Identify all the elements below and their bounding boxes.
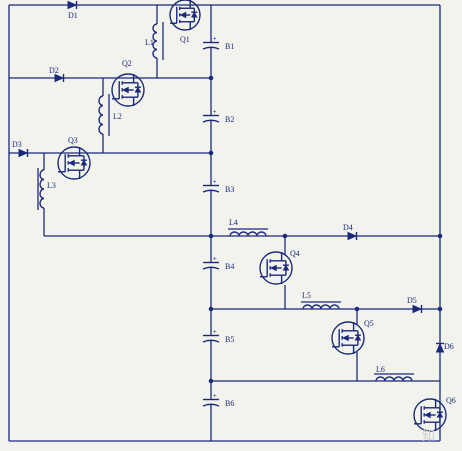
diode-d2: D2 — [49, 66, 65, 83]
battery-b3-label: B3 — [225, 185, 234, 194]
inductor-l4-label: L4 — [229, 218, 238, 227]
battery-b4: + B4 — [202, 257, 234, 271]
mosfet-q5-label: Q5 — [364, 319, 374, 328]
battery-stack: + B1 + B2 + B3 + B4 + B5 + B6 — [202, 37, 234, 408]
battery-b3-polarity: + — [213, 180, 217, 186]
mosfet-q6: Q6 — [413, 396, 456, 432]
diode-d2-label: D2 — [49, 66, 59, 75]
diode-d3-label: D3 — [12, 140, 22, 149]
battery-b2-label: B2 — [225, 115, 234, 124]
diode-d4: D4 — [343, 223, 358, 241]
battery-b1-label: B1 — [225, 42, 234, 51]
battery-b1-polarity: + — [213, 37, 217, 43]
diode-d6: D6 — [435, 342, 454, 353]
inductor-l6-label: L6 — [376, 365, 385, 374]
battery-b6-polarity: + — [213, 394, 217, 400]
battery-b4-label: B4 — [225, 262, 234, 271]
inductor-l6: L6 — [374, 365, 414, 382]
battery-b5-polarity: + — [213, 330, 217, 336]
mosfet-q4-label: Q4 — [290, 249, 300, 258]
mosfet-q1: Q1 — [169, 0, 201, 44]
battery-b3: + B3 — [202, 180, 234, 194]
mosfet-q6-label: Q6 — [446, 396, 456, 405]
inductor-l2-label: L2 — [113, 112, 122, 121]
inductor-l3-label: L3 — [47, 181, 56, 190]
junctions — [208, 75, 443, 384]
mosfet-q5: Q5 — [331, 319, 374, 355]
diode-d5-label: D5 — [407, 296, 417, 305]
inductor-l5: L5 — [301, 291, 341, 310]
battery-b2: + B2 — [202, 110, 234, 124]
inductor-l1: L1 — [145, 22, 164, 60]
mosfet-q3: Q3 — [57, 136, 91, 180]
mosfet-q1-label: Q1 — [180, 35, 190, 44]
diode-d1: D1 — [67, 0, 78, 20]
inductor-l3: L3 — [37, 168, 56, 210]
inductor-l4: L4 — [228, 218, 268, 237]
diode-d5: D5 — [407, 296, 423, 314]
battery-b5: + B5 — [202, 330, 234, 344]
diode-d4-label: D4 — [343, 223, 353, 232]
battery-b2-polarity: + — [213, 110, 217, 116]
mosfet-q4: Q4 — [259, 249, 300, 285]
mosfet-q3-label: Q3 — [68, 136, 78, 145]
battery-b1: + B1 — [202, 37, 234, 51]
inductor-l1-label: L1 — [145, 38, 154, 47]
diode-d1-label: D1 — [68, 11, 78, 20]
battery-b6: + B6 — [202, 394, 234, 408]
inductor-l5-label: L5 — [302, 291, 311, 300]
diode-d6-label: D6 — [444, 342, 454, 351]
wiring — [8, 4, 441, 442]
watermark-text: 知 — [422, 428, 435, 444]
inductor-l2: L2 — [98, 94, 122, 136]
battery-b6-label: B6 — [225, 399, 234, 408]
battery-b4-polarity: + — [213, 257, 217, 263]
diode-d3: D3 — [12, 140, 29, 158]
mosfet-q2-label: Q2 — [122, 59, 132, 68]
battery-b5-label: B5 — [225, 335, 234, 344]
mosfet-q2: Q2 — [111, 59, 145, 107]
